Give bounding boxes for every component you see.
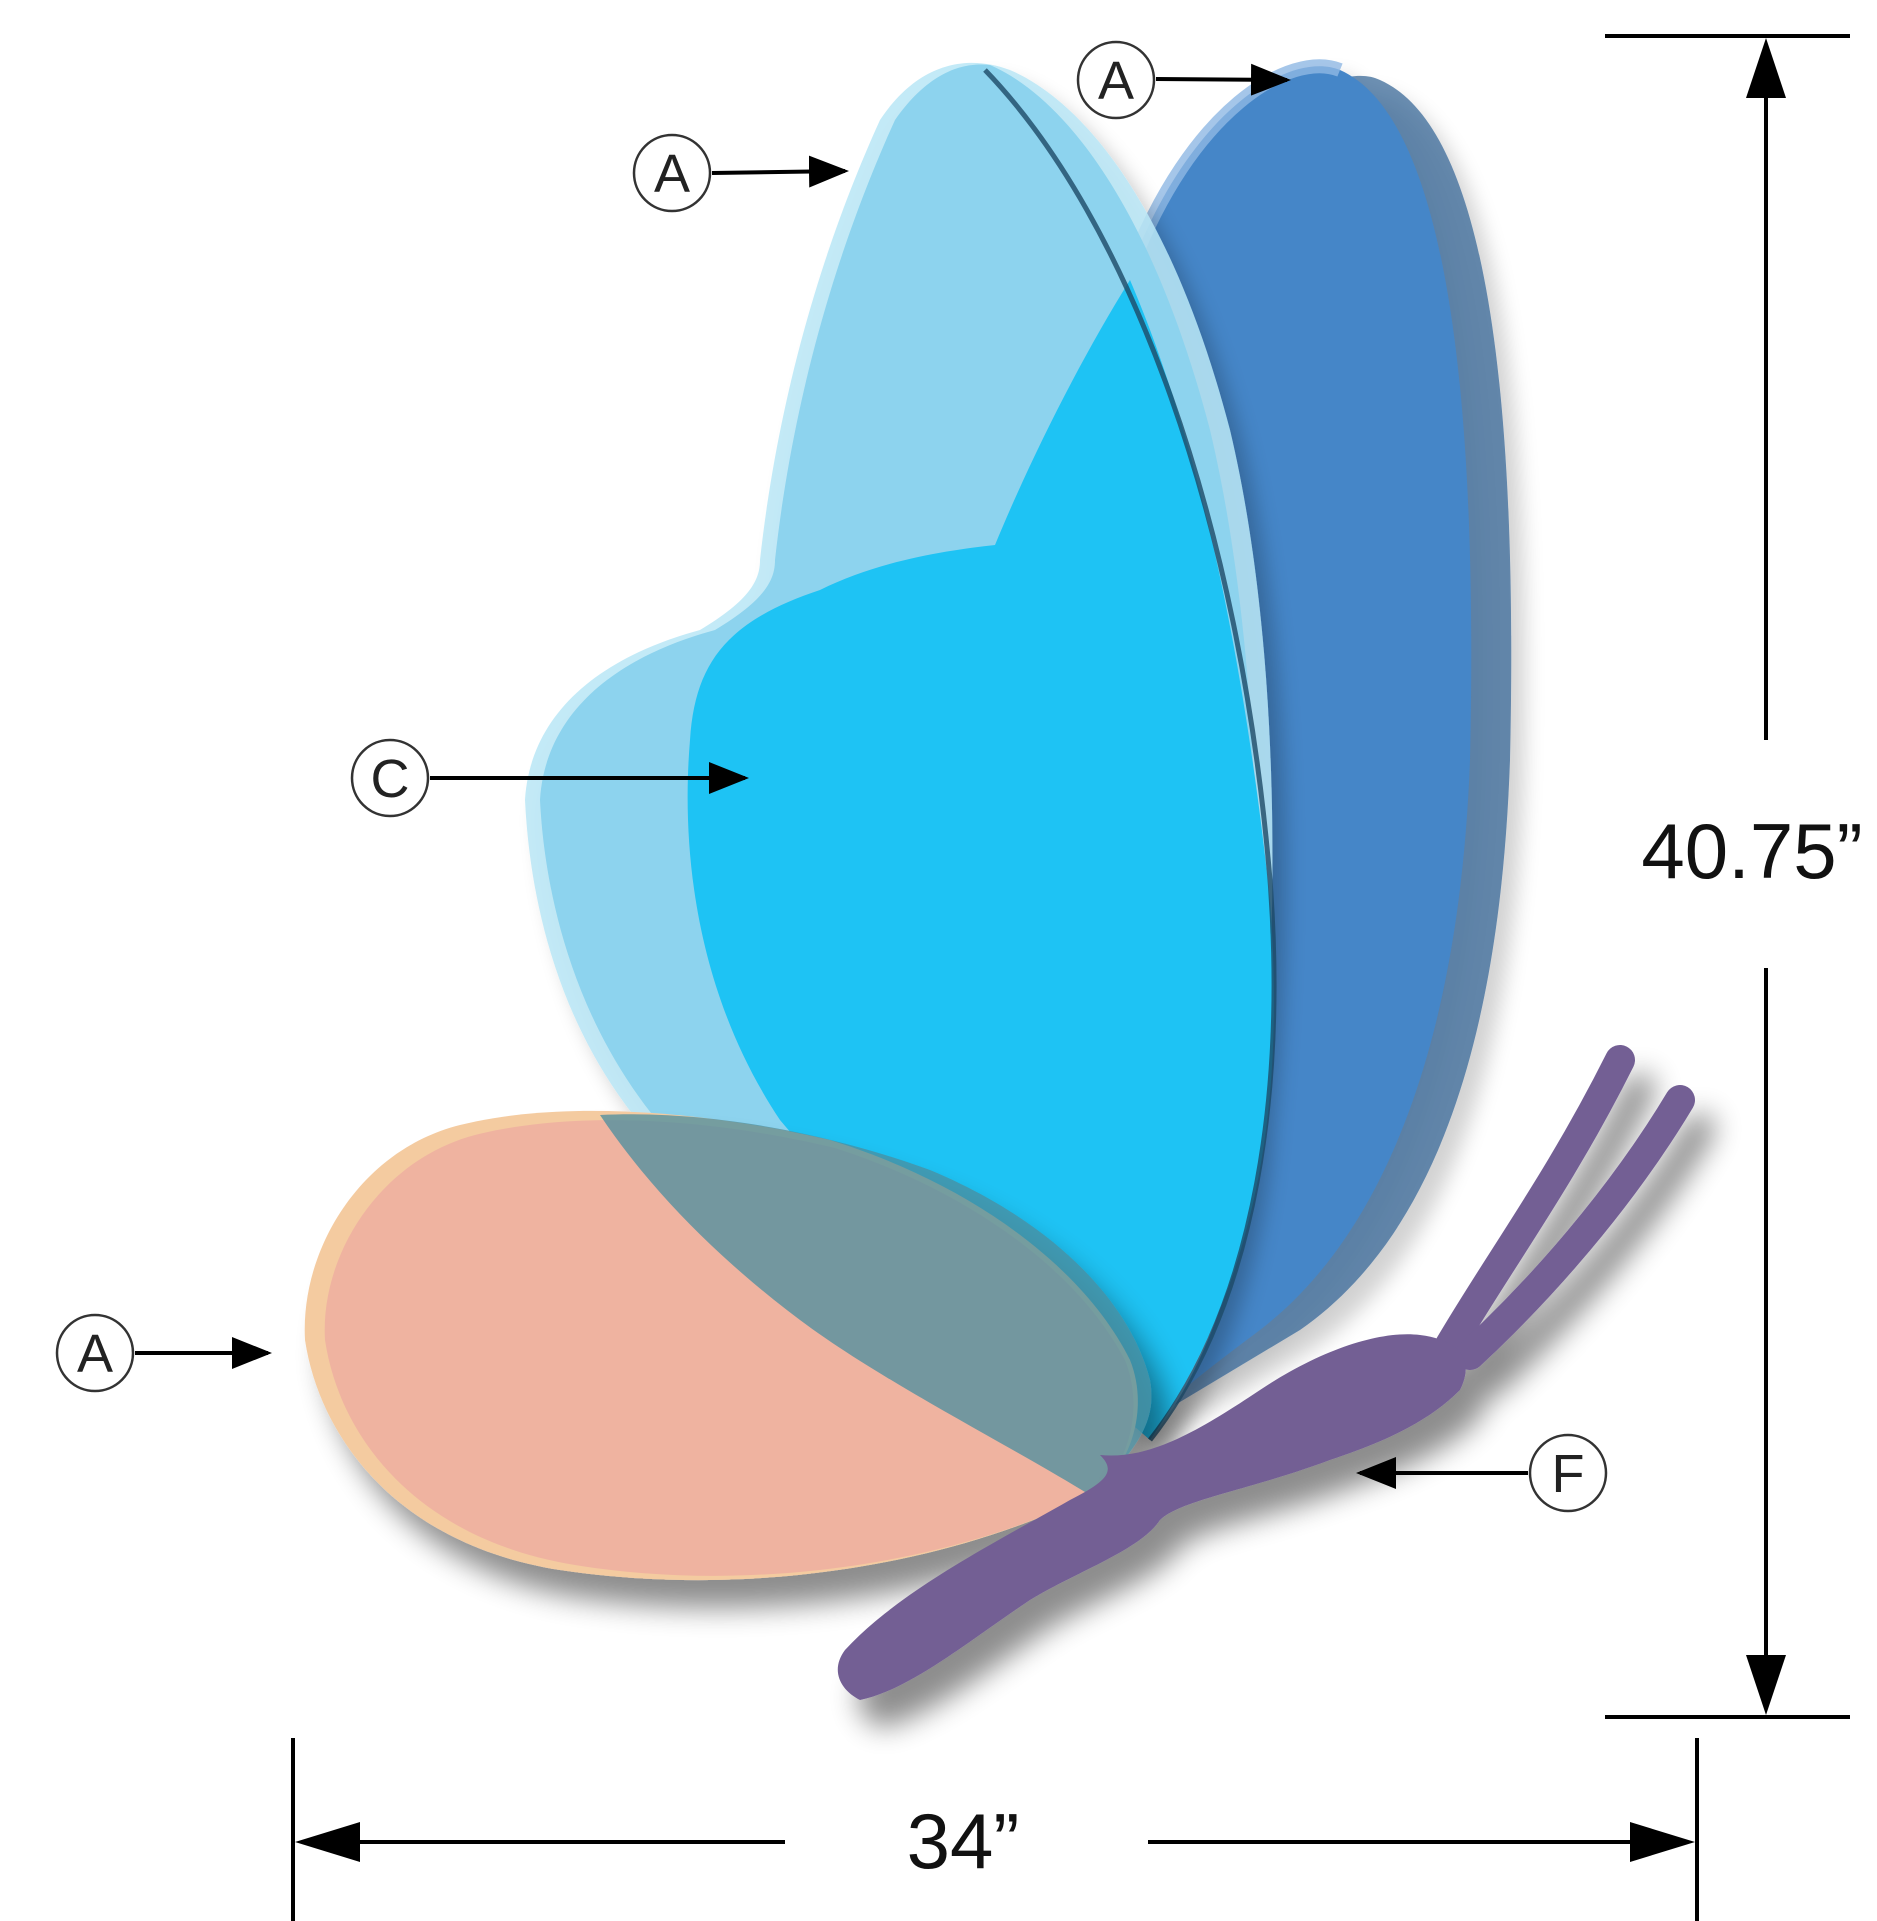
- back-wing-edge-highlight: [1123, 59, 1343, 273]
- width-dimension-label: 34”: [907, 1797, 1020, 1885]
- height-dimension: 40.75”: [1605, 34, 1863, 1719]
- callout-circle: [1528, 1433, 1608, 1513]
- width-arrow-right-icon: [1630, 1822, 1695, 1862]
- leader-a-upper-right: [1155, 63, 1291, 96]
- leader-a-upper-left: [711, 155, 849, 188]
- lower-wing-overlap: [600, 1114, 1152, 1495]
- callout-label: C: [371, 749, 410, 809]
- lower-wing: [304, 1110, 1152, 1581]
- callout-label: A: [654, 144, 690, 204]
- callout-circle: [1076, 40, 1156, 120]
- callout-label: A: [77, 1324, 113, 1384]
- height-dimension-label: 40.75”: [1641, 807, 1862, 895]
- callout-circle: [55, 1313, 135, 1393]
- height-arrow-down-icon: [1746, 1655, 1786, 1715]
- callout-circle: [632, 133, 712, 213]
- callout-a-upper-right: A: [1076, 40, 1156, 120]
- butterfly-body: [837, 1045, 1695, 1700]
- width-arrow-left-icon: [295, 1822, 360, 1862]
- body-shape: [837, 1334, 1466, 1700]
- callout-label: A: [1098, 51, 1134, 111]
- callout-leaders: [135, 63, 1528, 1489]
- callout-label: F: [1552, 1444, 1585, 1504]
- callout-c: C: [350, 738, 430, 818]
- width-dimension: 34”: [291, 1738, 1699, 1921]
- center-wing-spine: [983, 68, 1277, 1442]
- callout-f: F: [1528, 1433, 1608, 1513]
- callout-circle: [350, 738, 430, 818]
- callout-a-lower-left: A: [55, 1313, 135, 1393]
- callout-a-upper-left: A: [632, 133, 712, 213]
- height-arrow-up-icon: [1746, 38, 1786, 98]
- antenna-right: [1455, 1085, 1695, 1370]
- antenna-left: [1435, 1045, 1635, 1360]
